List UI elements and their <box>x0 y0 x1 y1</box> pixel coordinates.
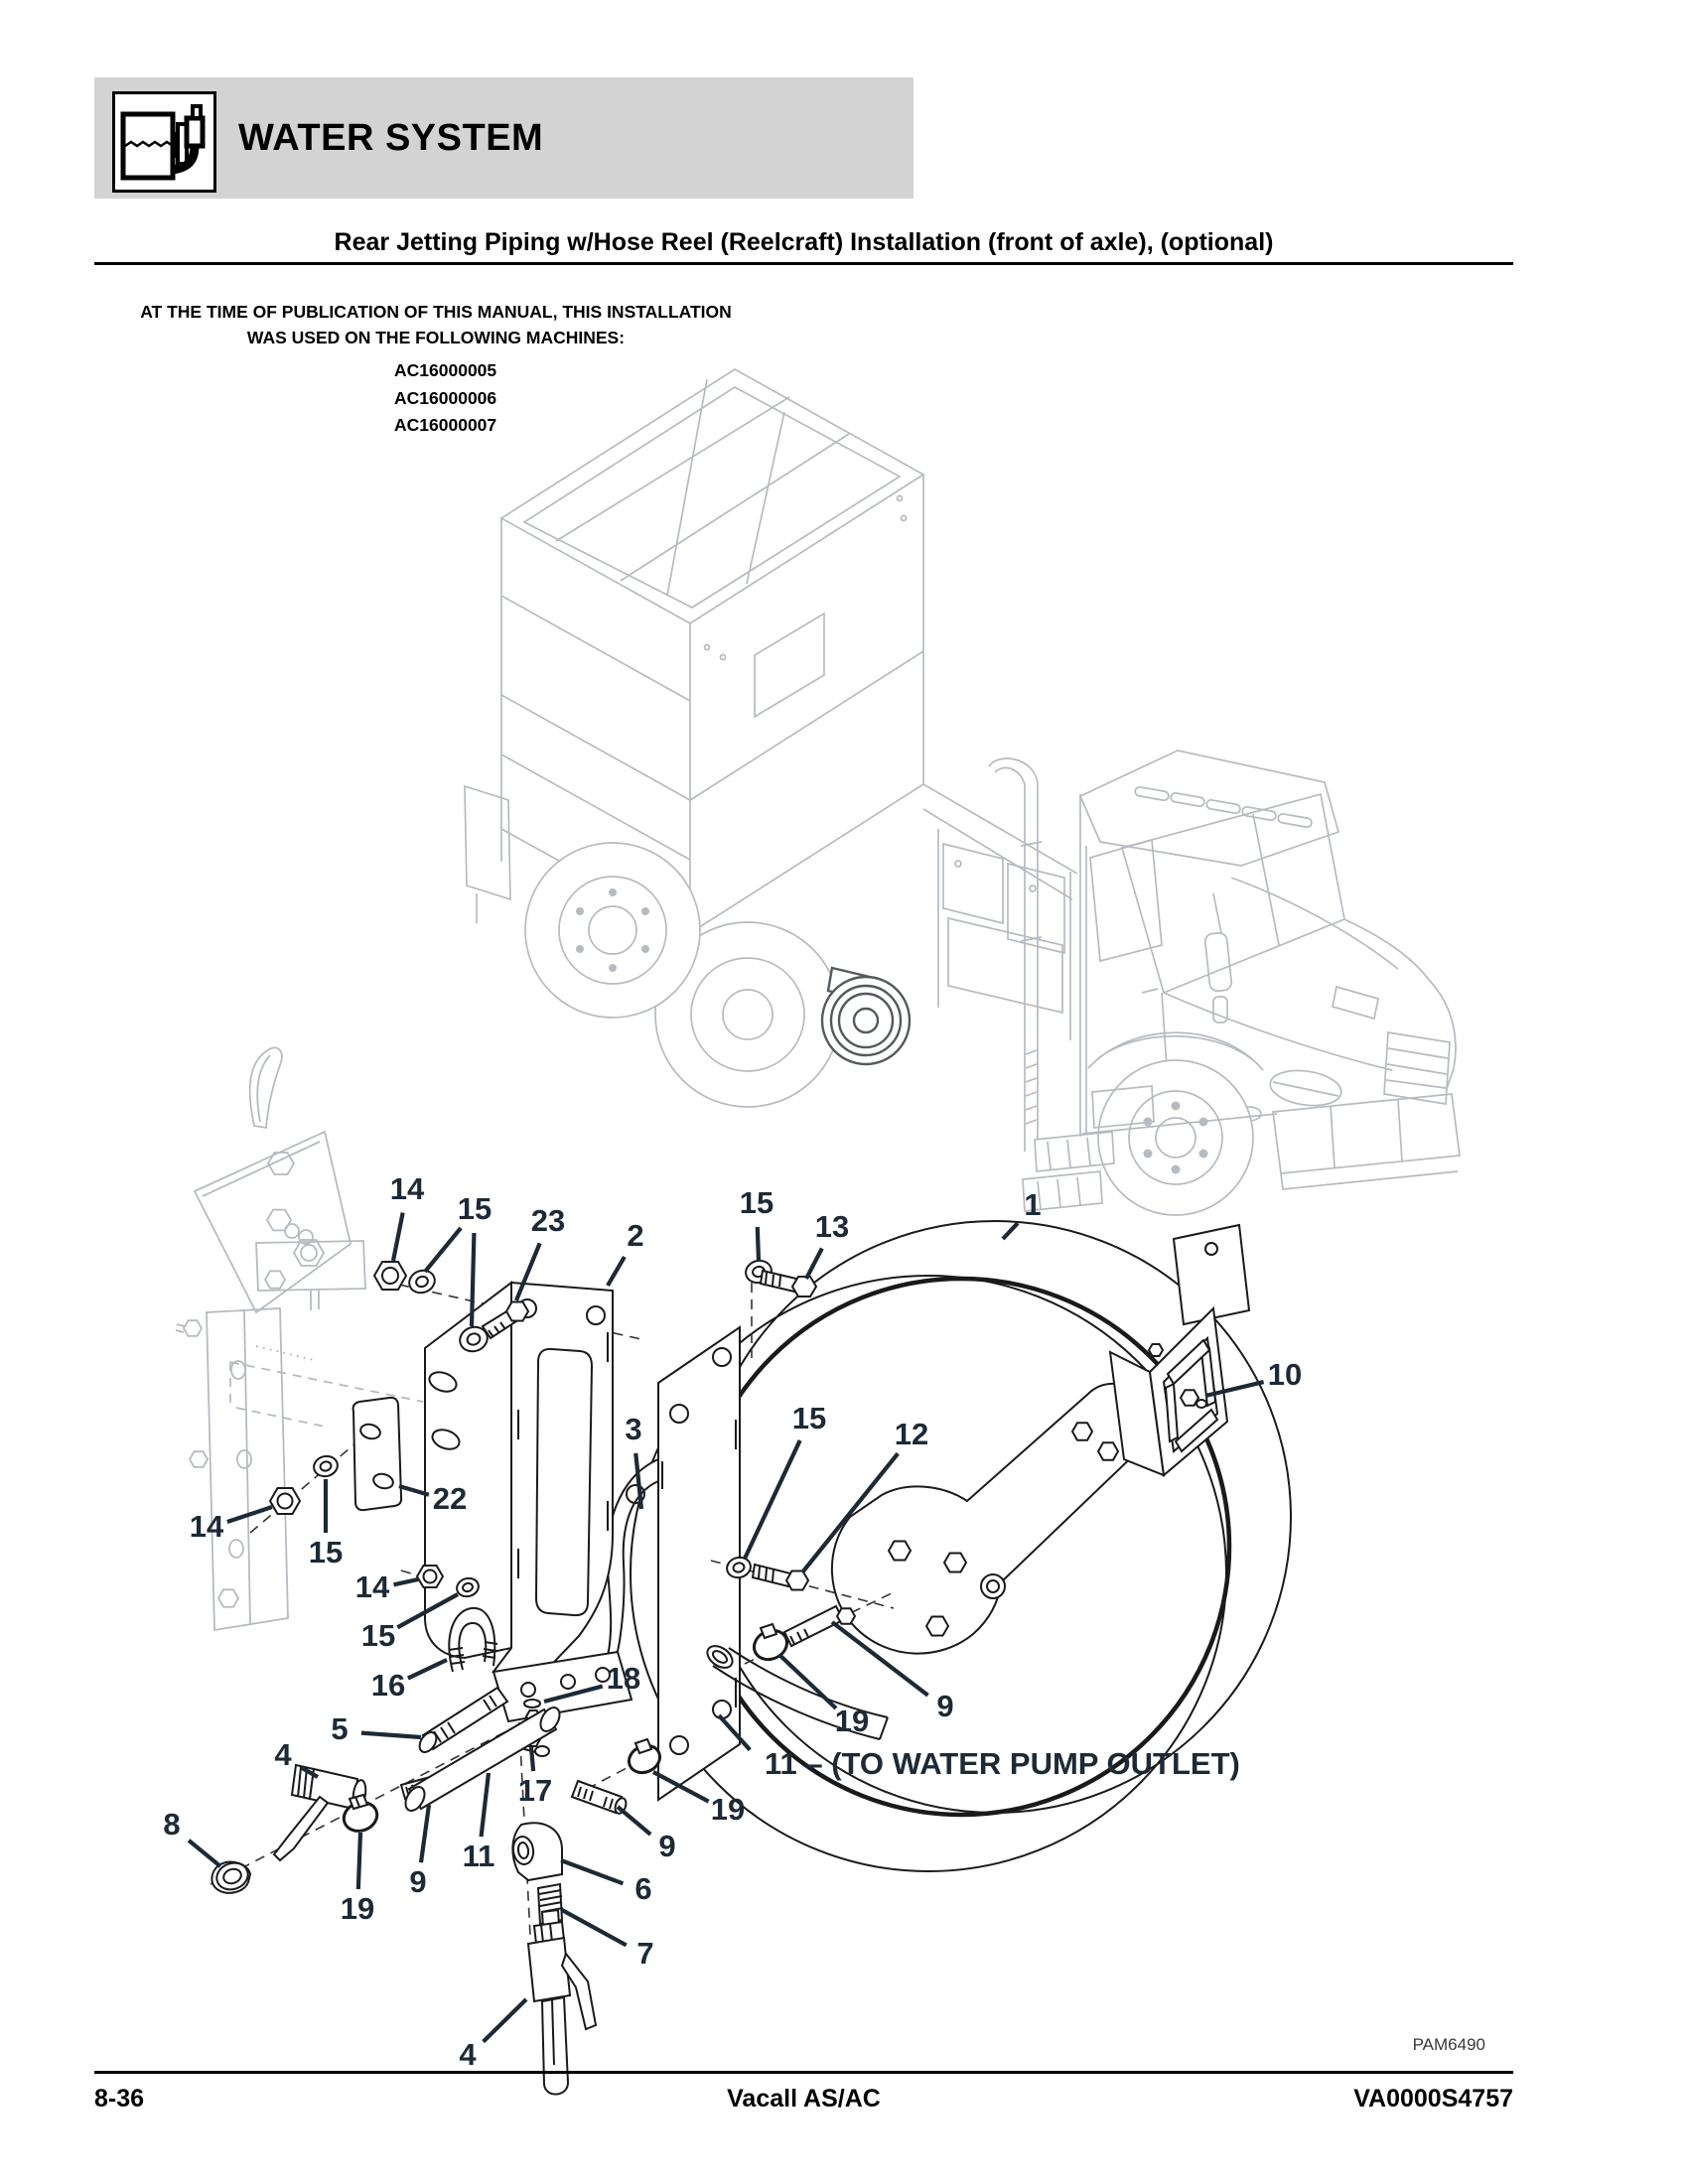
machine-serial: AC16000005 <box>394 360 497 380</box>
callout-leader <box>393 1576 419 1587</box>
callout-leader <box>360 1730 422 1740</box>
callout-leader <box>528 1746 536 1772</box>
callout-leader <box>418 1804 432 1863</box>
callout-label-14: 14 <box>390 1171 425 1206</box>
callout-label-19: 19 <box>711 1792 745 1827</box>
publication-notice: AT THE TIME OF PUBLICATION OF THIS MANUA… <box>126 299 746 350</box>
callout-leader <box>390 1212 405 1262</box>
page-title: WATER SYSTEM <box>238 116 544 159</box>
callout-label-18: 18 <box>607 1661 640 1696</box>
divider-rule-bottom <box>94 2071 1513 2074</box>
callout-leader <box>743 1439 802 1560</box>
truck-illustration <box>464 368 1461 1216</box>
callout-label-14: 14 <box>190 1509 224 1544</box>
reel-swing-arm <box>831 1382 1154 1655</box>
callout-label-6: 6 <box>634 1871 651 1906</box>
callout-leader <box>560 1908 628 1948</box>
footer-document-number: VA0000S4757 <box>1353 2085 1513 2113</box>
callout-label-15: 15 <box>361 1618 395 1653</box>
callout-label-23: 23 <box>531 1203 565 1238</box>
callout-leader <box>616 1805 652 1837</box>
machine-serial: AC16000006 <box>394 387 497 408</box>
callout-leader <box>633 1452 644 1510</box>
callout-label-19: 19 <box>835 1704 869 1738</box>
callout-label-4: 4 <box>274 1737 292 1772</box>
callout-leader <box>355 1832 363 1890</box>
callout-leader <box>398 1483 430 1497</box>
callout-leader <box>800 1451 900 1574</box>
callout-label-8: 8 <box>163 1807 180 1842</box>
callout-leader <box>830 1620 929 1698</box>
footer-page-number: 8-36 <box>94 2085 145 2113</box>
machine-serial: AC16000007 <box>394 415 497 435</box>
callout-label-16: 16 <box>371 1668 405 1703</box>
hose-guide-bracket <box>1108 1223 1251 1477</box>
callout-leader <box>479 1772 492 1838</box>
callout-label-11: 11 – (TO WATER PUMP OUTLET) <box>765 1746 1240 1781</box>
callout-label-9: 9 <box>658 1829 675 1863</box>
callout-leader <box>226 1505 273 1525</box>
callout-label-9: 9 <box>936 1689 953 1723</box>
callout-leader <box>423 1226 463 1274</box>
callout-label-13: 13 <box>815 1209 849 1244</box>
callout-label-2: 2 <box>627 1218 643 1253</box>
mounted-reel-on-truck <box>820 966 912 1066</box>
callout-leader <box>406 1658 448 1681</box>
callout-label-3: 3 <box>625 1412 641 1446</box>
callout-label-7: 7 <box>636 1936 653 1971</box>
callout-label-11: 11 <box>463 1839 495 1873</box>
hose-to-pump <box>706 1645 889 1740</box>
callout-label-15: 15 <box>458 1191 492 1226</box>
callouts-layer: 14 15 23 2 15 13 1 10 3 15 12 22 14 15 14 15 16 5 4 8 19 9 11 1… <box>163 1171 1302 2072</box>
callout-leader <box>301 1766 320 1779</box>
water-icon-graphic <box>120 104 206 181</box>
callout-label-17: 17 <box>518 1773 552 1808</box>
callout-leader <box>543 1684 604 1705</box>
callout-leader <box>396 1592 460 1630</box>
callout-leader <box>187 1839 222 1868</box>
callout-label-22: 22 <box>433 1481 467 1516</box>
hose-reel-exploded-view <box>210 1220 1292 2096</box>
divider-rule-top <box>94 262 1513 265</box>
notice-line1: AT THE TIME OF PUBLICATION OF THIS MANUA… <box>140 302 732 322</box>
callout-label-14: 14 <box>355 1570 390 1604</box>
frame-bracket-reference <box>175 1046 424 1632</box>
callout-leader <box>1001 1221 1020 1241</box>
spacer-plate-22 <box>352 1396 403 1512</box>
callout-leader <box>717 1713 752 1752</box>
callout-label-1: 1 <box>1024 1187 1041 1222</box>
callout-leader <box>652 1770 710 1804</box>
fasteners <box>268 1259 818 1598</box>
callout-label-10: 10 <box>1268 1357 1302 1392</box>
callout-leader <box>777 1653 838 1710</box>
callout-label-15: 15 <box>309 1535 343 1570</box>
callout-leader <box>514 1242 542 1301</box>
callout-leader <box>1204 1380 1265 1399</box>
callout-label-15: 15 <box>740 1185 774 1220</box>
callout-leader <box>560 1858 625 1886</box>
notice-line2: WAS USED ON THE FOLLOWING MACHINES: <box>246 328 626 347</box>
figure-subtitle: Rear Jetting Piping w/Hose Reel (Reelcra… <box>334 228 1274 256</box>
callout-leader <box>804 1247 824 1280</box>
callout-leader <box>469 1232 477 1327</box>
callout-label-4: 4 <box>459 2037 477 2072</box>
water-tank-pipe-icon <box>112 91 216 193</box>
reel-mount-plate <box>594 1325 741 1802</box>
callout-leader <box>755 1226 762 1262</box>
callout-label-12: 12 <box>895 1417 928 1451</box>
callout-label-15: 15 <box>792 1401 826 1435</box>
callout-label-5: 5 <box>331 1711 348 1746</box>
footer-model: Vacall AS/AC <box>727 2085 881 2113</box>
u-bolt-16 <box>448 1606 498 1673</box>
callout-leader <box>482 1997 528 2044</box>
callout-leader <box>606 1255 627 1288</box>
figure-reference-code: PAM6490 <box>1412 2035 1485 2054</box>
callout-label-19: 19 <box>341 1891 374 1926</box>
header-bar: WATER SYSTEM <box>94 77 914 199</box>
callout-label-9: 9 <box>409 1864 426 1899</box>
page-footer: Vacall AS/AC 8-36 VA0000S4757 <box>94 2085 1513 2114</box>
machine-serial-list: AC16000005 AC16000006 AC16000007 <box>394 357 496 440</box>
